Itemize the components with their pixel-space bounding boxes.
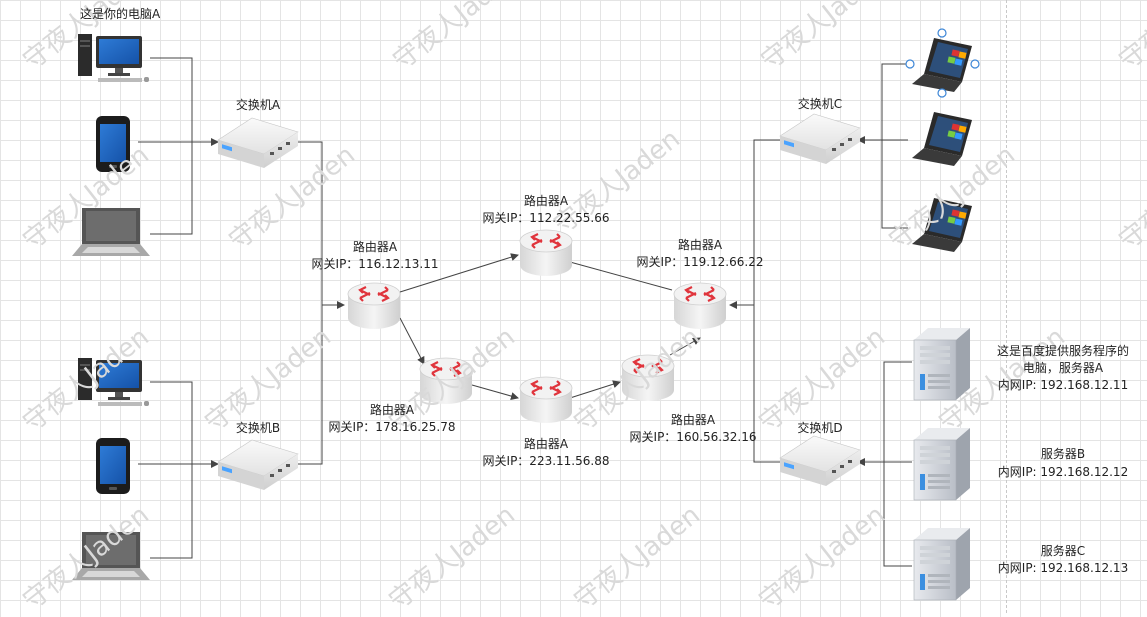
server-b-ip: 内网IP: 192.168.12.12 [997,465,1129,479]
router-1-name: 路由器A [352,240,398,254]
switch-b-label: 交换机B [235,421,281,435]
network-switch-icon [779,435,861,487]
network-switch-icon [217,117,299,169]
tower-server-icon [913,327,971,401]
pc-a-label: 这是你的电脑A [80,7,161,21]
selection-handles [905,28,980,98]
laptop-icon [912,112,972,166]
laptop-icon [72,532,150,580]
server-a-ip: 内网IP: 192.168.12.11 [997,378,1129,392]
desktop-computer-icon [78,34,149,82]
switch-c-label: 交换机C [797,97,843,111]
tower-server-icon [913,427,971,501]
tower-server-icon [913,527,971,601]
desktop-computer-icon [78,358,149,406]
router-6-name: 路由器A [670,413,716,427]
router-icon [346,281,402,331]
router-5-name: 路由器A [523,437,569,451]
router-icon [672,281,728,331]
router-3-ip: 网关IP：119.12.66.22 [636,255,764,269]
router-6-ip: 网关IP：160.56.32.16 [629,430,757,444]
router-icon [418,356,474,406]
server-b-name: 服务器B [1040,447,1086,461]
router-4-name: 路由器A [369,403,415,417]
network-switch-icon [217,439,299,491]
server-a-desc-line1: 这是百度提供服务程序的 [996,344,1130,358]
router-2-ip: 网关IP：112.22.55.66 [482,211,610,225]
router-icon [620,353,676,403]
network-switch-icon [779,113,861,165]
server-c-name: 服务器C [1040,544,1086,558]
laptop-icon [912,198,972,252]
router-icon [518,228,574,278]
laptop-icon [912,38,972,92]
mobile-phone-icon [96,438,130,494]
router-1-ip: 网关IP：116.12.13.11 [311,257,439,271]
switch-d-label: 交换机D [797,421,843,435]
connection-lines [138,57,912,567]
page-boundary-line [1006,0,1007,613]
router-icon [518,375,574,425]
router-2-name: 路由器A [523,194,569,208]
router-3-name: 路由器A [677,238,723,252]
laptop-icon [72,208,150,256]
switch-a-label: 交换机A [235,98,281,112]
mobile-phone-icon [96,116,130,172]
server-c-ip: 内网IP: 192.168.12.13 [997,561,1129,575]
router-5-ip: 网关IP：223.11.56.88 [482,454,610,468]
server-a-desc-line2: 电脑，服务器A [1022,361,1104,375]
router-4-ip: 网关IP：178.16.25.78 [328,420,456,434]
